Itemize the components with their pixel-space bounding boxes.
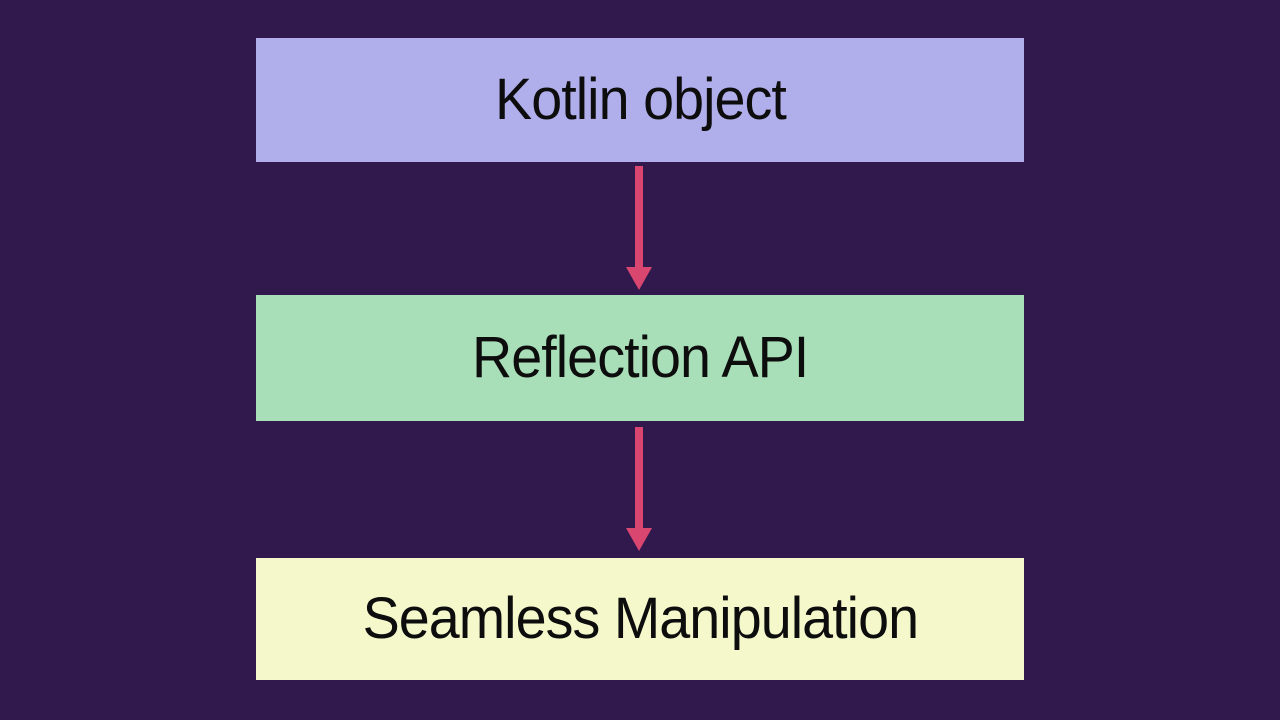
node-reflection-api-label: Reflection API — [471, 325, 809, 390]
node-kotlin-object: Kotlin object — [256, 38, 1024, 162]
node-seamless-manipulation: Seamless Manipulation — [256, 558, 1024, 680]
arrow-down-icon — [625, 427, 653, 551]
node-kotlin-object-label: Kotlin object — [494, 67, 787, 132]
arrow-down-icon — [625, 166, 653, 290]
node-seamless-manipulation-label: Seamless Manipulation — [362, 586, 918, 651]
node-reflection-api: Reflection API — [256, 295, 1024, 421]
